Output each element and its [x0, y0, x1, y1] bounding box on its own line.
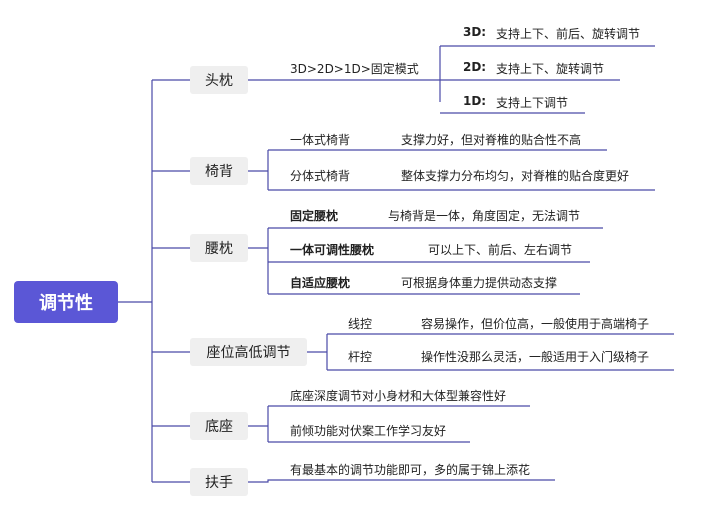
lumbar-item-text: 可根据身体重力提供动态支撑 — [401, 276, 558, 290]
lumbar-item-head: 一体可调性腰枕 — [290, 243, 375, 257]
headrest-item-head: 1D: — [463, 94, 487, 108]
lumbar-item-head: 自适应腰枕 — [290, 276, 351, 290]
headrest-item-text: 支持上下、旋转调节 — [496, 62, 605, 76]
backrest-item-head: 分体式椅背 — [290, 169, 351, 183]
branch-headrest[interactable]: 头枕 — [190, 66, 248, 94]
armrest-item-text: 有最基本的调节功能即可，多的属于锦上添花 — [290, 463, 531, 477]
seat-item-text: 容易操作，但价位高，一般使用于高端椅子 — [421, 317, 650, 331]
headrest-mode-text: 3D>2D>1D>固定模式 — [290, 62, 419, 76]
branch-lumbar[interactable]: 腰枕 — [190, 234, 248, 262]
seat-item-head: 线控 — [348, 317, 373, 331]
branch-armrest[interactable]: 扶手 — [190, 468, 248, 496]
branch-seat-height[interactable]: 座位高低调节 — [190, 338, 307, 366]
root-node[interactable]: 调节性 — [14, 281, 118, 323]
backrest-item-head: 一体式椅背 — [290, 133, 351, 147]
lumbar-item-text: 与椅背是一体，角度固定，无法调节 — [388, 209, 581, 223]
base-item-text: 底座深度调节对小身材和大体型兼容性好 — [290, 389, 507, 403]
seat-item-head: 杆控 — [348, 350, 373, 364]
backrest-item-text: 整体支撑力分布均匀，对脊椎的贴合度更好 — [401, 169, 630, 183]
backrest-item-text: 支撑力好，但对脊椎的贴合性不高 — [401, 133, 582, 147]
seat-item-text: 操作性没那么灵活，一般适用于入门级椅子 — [421, 350, 650, 364]
headrest-item-head: 2D: — [463, 60, 487, 74]
headrest-item-head: 3D: — [463, 25, 487, 39]
headrest-item-text: 支持上下调节 — [496, 96, 569, 110]
lumbar-item-text: 可以上下、前后、左右调节 — [428, 243, 573, 257]
watermark — [10, 484, 13, 493]
lumbar-item-head: 固定腰枕 — [290, 209, 339, 223]
branch-base[interactable]: 底座 — [190, 412, 248, 440]
branch-backrest[interactable]: 椅背 — [190, 157, 248, 185]
headrest-item-text: 支持上下、前后、旋转调节 — [496, 27, 641, 41]
base-item-text: 前倾功能对伏案工作学习友好 — [290, 424, 447, 438]
